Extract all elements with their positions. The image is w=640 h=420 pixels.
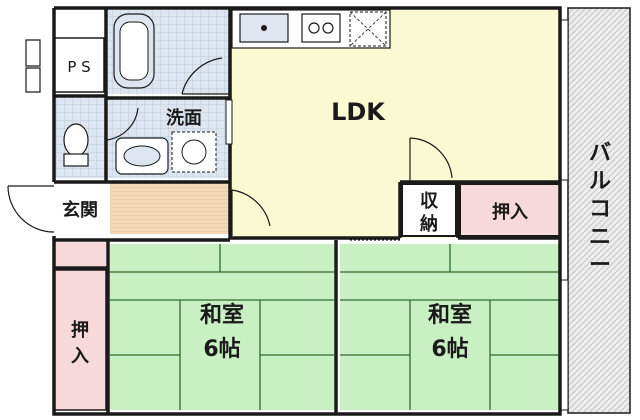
closet-upper-label: 押入 <box>492 201 528 223</box>
washitsu-left <box>110 244 334 410</box>
entrance-door <box>7 185 55 233</box>
storage-label-2: 納 <box>420 213 438 235</box>
bath-door <box>181 57 230 95</box>
washitsu-right <box>340 244 560 410</box>
closet-left <box>54 242 106 266</box>
entrance <box>54 182 108 234</box>
storage-label-1: 収 <box>420 191 439 212</box>
washitsu-left-label-2: 6帖 <box>203 337 240 362</box>
closet-upper <box>459 183 561 237</box>
ps-door-icon <box>25 39 41 93</box>
storage-door <box>409 137 453 182</box>
washitsu-right-label-2: 6帖 <box>431 337 468 362</box>
stove-icon <box>301 13 341 43</box>
entrance-label: 玄関 <box>62 199 98 221</box>
closet-left-lower <box>53 269 107 411</box>
balcony-label-1: バ <box>589 141 611 166</box>
toilet-icon <box>63 123 89 157</box>
storage <box>401 183 457 237</box>
balcony-label-5: ー <box>589 253 611 278</box>
balcony-label-3: コ <box>589 197 611 222</box>
washroom-label: 洗面 <box>166 107 202 129</box>
ps-label: P S <box>67 58 90 76</box>
balcony <box>567 7 631 414</box>
ldk-door <box>231 189 271 236</box>
washing-machine-space <box>171 131 217 173</box>
balcony-label-2: ル <box>589 169 611 194</box>
washitsu-left-label-1: 和室 <box>200 302 244 328</box>
closet-left-label-2: 入 <box>71 346 89 367</box>
closet-left-label-1: 押 <box>71 319 89 341</box>
ps-shaft <box>53 37 105 93</box>
washitsu-right-label-1: 和室 <box>428 302 472 328</box>
toilet-door <box>105 104 139 141</box>
hallway <box>110 182 230 234</box>
balcony-label-4: ニ <box>589 225 611 250</box>
ldk-label: LDK <box>331 98 386 126</box>
